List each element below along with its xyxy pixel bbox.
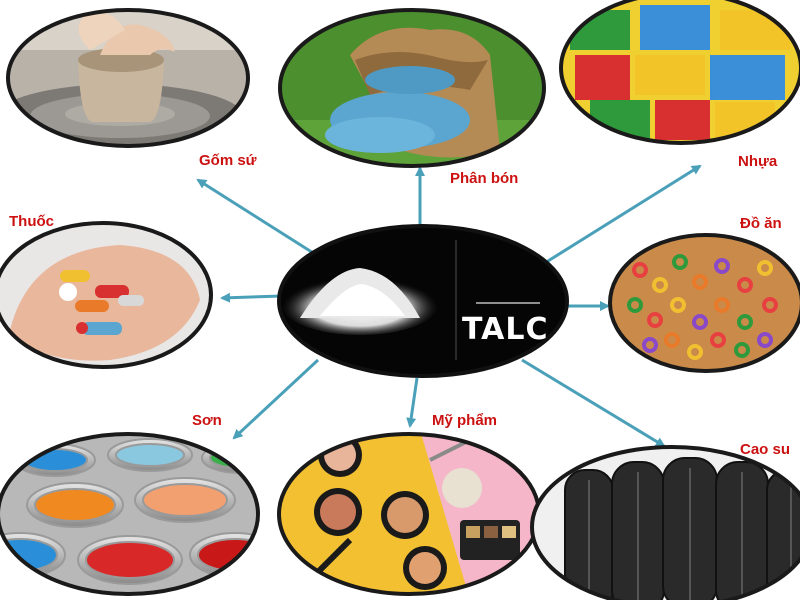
label-son: Sơn — [192, 412, 222, 429]
label-gom-su: Gốm sứ — [199, 152, 257, 169]
cereal-frame — [608, 233, 800, 373]
pills-image — [0, 223, 211, 367]
tires-image — [532, 447, 800, 605]
cereal-image — [610, 235, 800, 371]
label-do-an: Đồ ăn — [740, 215, 782, 232]
paint-cans-image — [0, 434, 258, 594]
arrow-to-son — [232, 358, 320, 440]
pottery-frame — [6, 8, 250, 148]
paint-cans-frame — [0, 432, 260, 596]
label-nhua: Nhựa — [738, 153, 778, 170]
talc-center-frame — [277, 224, 569, 378]
arrow-to-gom-su — [196, 178, 319, 258]
arrow-to-nhua — [539, 164, 702, 268]
arrow-to-my-pham — [406, 377, 419, 428]
plastic-bricks-image — [561, 0, 800, 143]
talc-center-label: TALC — [462, 312, 549, 347]
arrow-to-cao-su — [521, 358, 666, 448]
label-thuoc: Thuốc — [9, 213, 54, 230]
label-my-pham: Mỹ phẩm — [432, 412, 498, 429]
tires-frame — [530, 445, 800, 605]
fertilizer-image — [280, 10, 544, 166]
arrow-to-thuoc — [220, 292, 283, 303]
label-phan-bon: Phân bón — [450, 170, 519, 187]
talc-center-image — [279, 226, 567, 376]
label-cao-su: Cao su — [740, 441, 791, 458]
fertilizer-frame — [278, 8, 546, 168]
plastic-bricks-frame — [559, 0, 800, 145]
cosmetics-image — [279, 434, 539, 594]
pills-frame — [0, 221, 213, 369]
pottery-image — [8, 10, 248, 146]
